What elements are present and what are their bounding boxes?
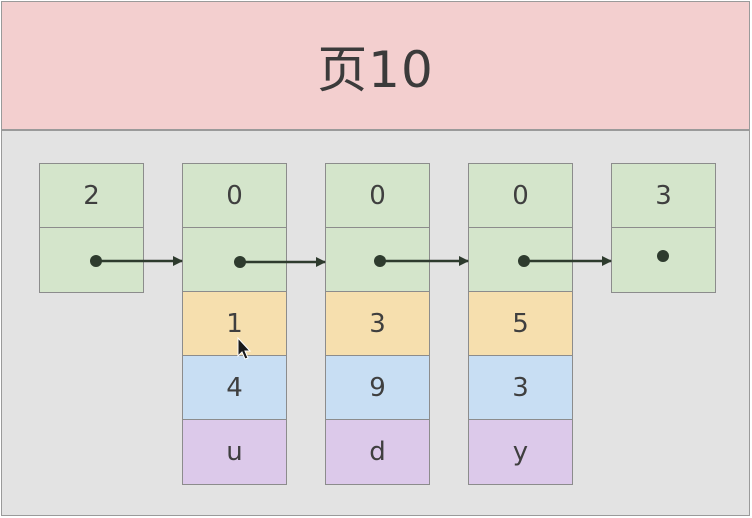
record-field-value: 4 [226, 373, 243, 403]
record-field-value: u [226, 437, 243, 467]
page-title: 页10 [317, 40, 434, 99]
record-pointer-cell [468, 227, 573, 293]
record-field-value: d [369, 437, 386, 467]
record-header-value: 0 [512, 181, 529, 211]
record-header-value: 2 [83, 181, 100, 211]
record-pointer-cell [611, 227, 716, 293]
record-field-value: y [512, 437, 529, 467]
record-field-cell: d [325, 419, 430, 485]
record-field-cell: u [182, 419, 287, 485]
record-header-cell: 0 [468, 163, 573, 229]
record-header-value: 0 [369, 181, 386, 211]
record-header-cell: 2 [39, 163, 144, 229]
record-pointer-cell [182, 227, 287, 293]
record-field-value: 3 [369, 309, 386, 339]
record-field-value: 1 [226, 309, 243, 339]
record-field-value: 3 [512, 373, 529, 403]
record-pointer-cell [39, 227, 144, 293]
record-field-value: 5 [512, 309, 529, 339]
page-header: 页10 [2, 2, 749, 131]
record-field-cell: 4 [182, 355, 287, 421]
record-header-value: 3 [655, 181, 672, 211]
record-header-value: 0 [226, 181, 243, 211]
record-header-cell: 0 [182, 163, 287, 229]
record-field-cell: 3 [468, 355, 573, 421]
record-pointer-cell [325, 227, 430, 293]
record-field-value: 9 [369, 373, 386, 403]
record-header-cell: 0 [325, 163, 430, 229]
record-header-cell: 3 [611, 163, 716, 229]
record-field-cell: 1 [182, 291, 287, 357]
record-field-cell: 5 [468, 291, 573, 357]
record-field-cell: y [468, 419, 573, 485]
record-field-cell: 3 [325, 291, 430, 357]
record-field-cell: 9 [325, 355, 430, 421]
